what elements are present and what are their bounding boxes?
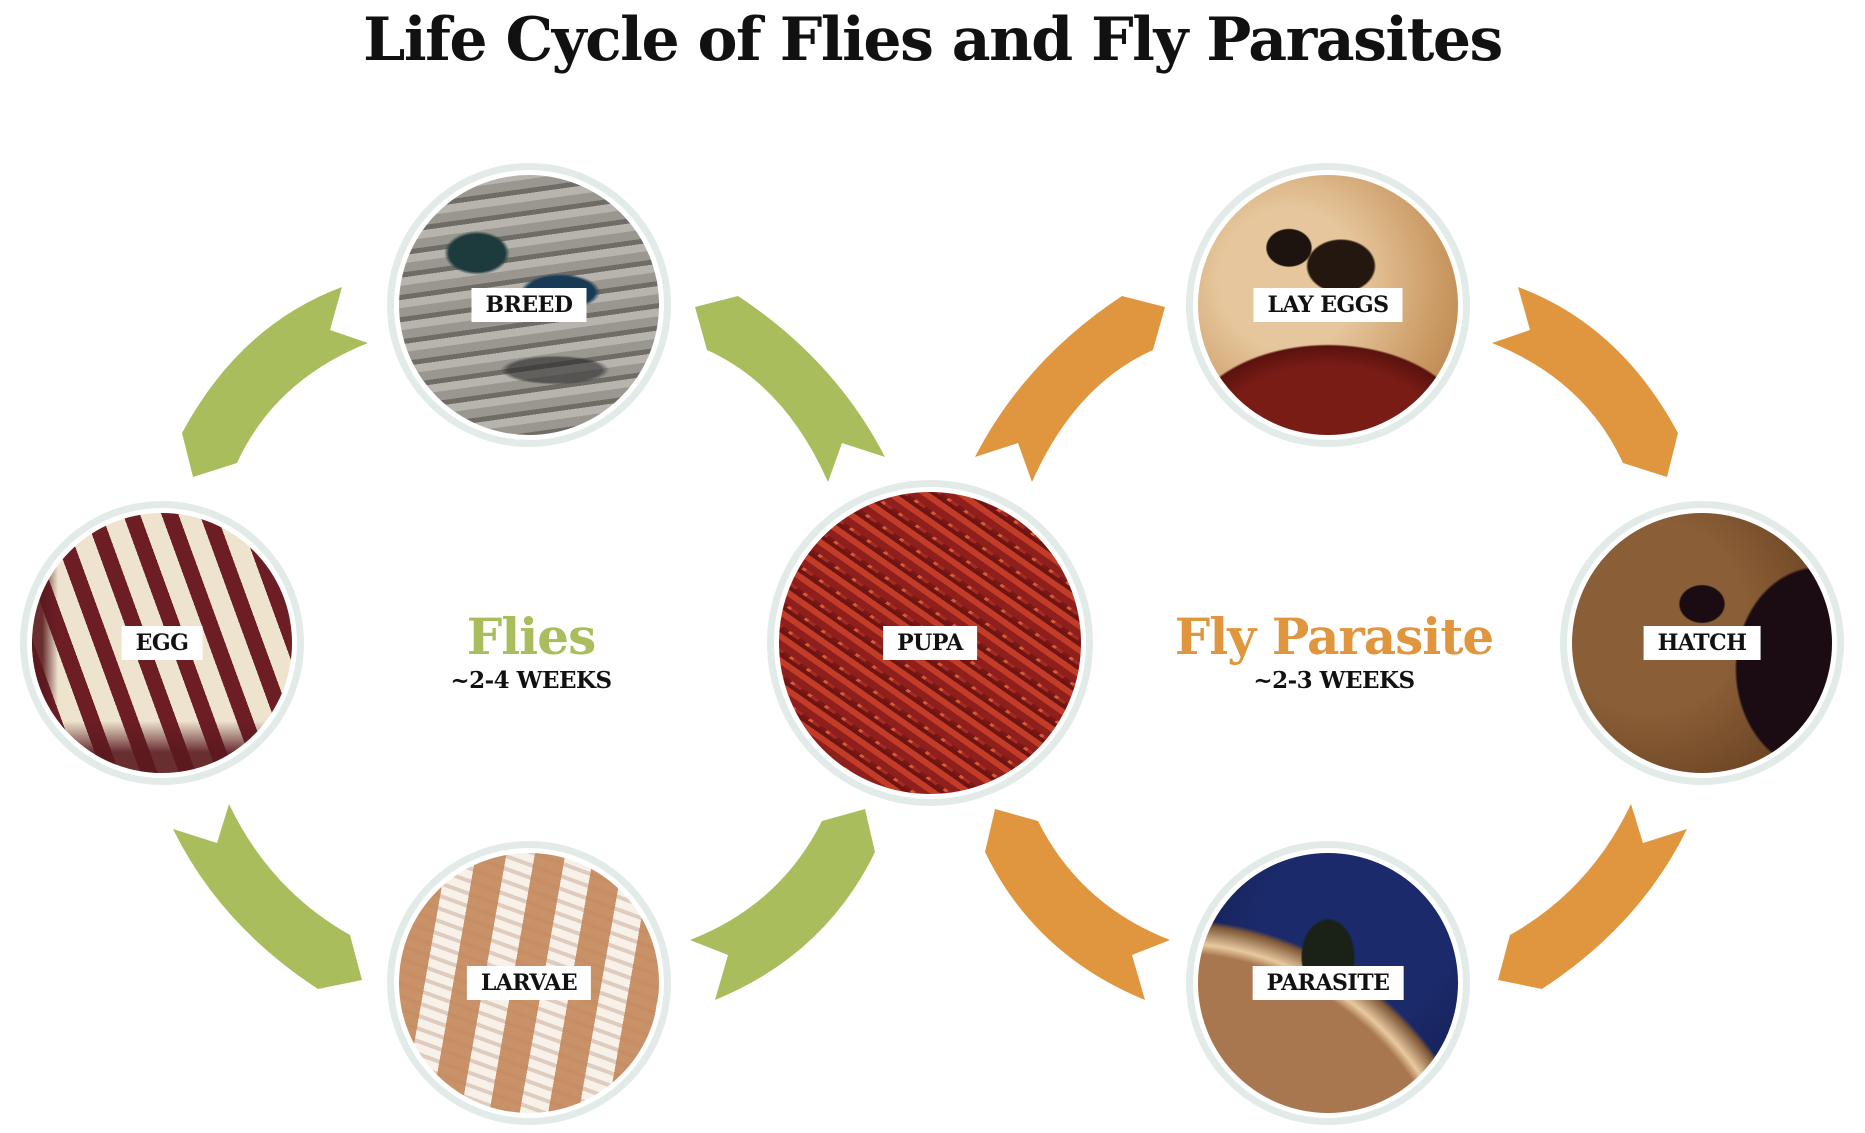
stage-label: PUPA [883,626,977,660]
arrow-parasite-to-pupa [985,809,1170,1000]
flies-cycle-duration: ~2-4 WEEKS [450,667,612,694]
stage-parasite: PARASITE [1186,841,1470,1125]
diagram-title: Life Cycle of Flies and Fly Parasites [363,5,1503,75]
stage-hatch: HATCH [1560,501,1844,785]
stage-label: HATCH [1643,626,1761,660]
arrow-egg-to-larvae [173,804,362,989]
stage-label: LARVAE [466,966,592,1000]
stage-lay-eggs: LAY EGGS [1186,163,1470,447]
arrow-breed-to-egg [182,287,368,477]
parasite-arrows [975,287,1687,1000]
parasite-cycle-name: Fly Parasite [1174,607,1494,666]
stage-larvae: LARVAE [387,841,671,1125]
stage-label: PARASITE [1252,966,1404,1000]
arrow-hatch-to-parasite [1498,804,1687,989]
arrow-pupa-to-lay-eggs [975,296,1165,482]
flies-arrows [173,287,885,1000]
arrow-pupa-to-breed [695,296,885,482]
flies-cycle-title: Flies ~2-4 WEEKS [450,607,612,696]
stage-pupa: PUPA [767,480,1093,806]
stage-label: EGG [121,626,203,660]
stage-breed: BREED [387,163,671,447]
flies-cycle-name: Flies [466,607,596,666]
stage-egg: EGG [20,501,304,785]
parasite-cycle-duration: ~2-3 WEEKS [1253,667,1415,694]
arrow-lay-eggs-to-hatch [1492,287,1678,477]
stage-label: LAY EGGS [1253,288,1403,322]
stage-label: BREED [471,288,587,322]
arrow-larvae-to-pupa [690,809,875,1000]
parasite-cycle-title: Fly Parasite ~2-3 WEEKS [1174,607,1494,696]
